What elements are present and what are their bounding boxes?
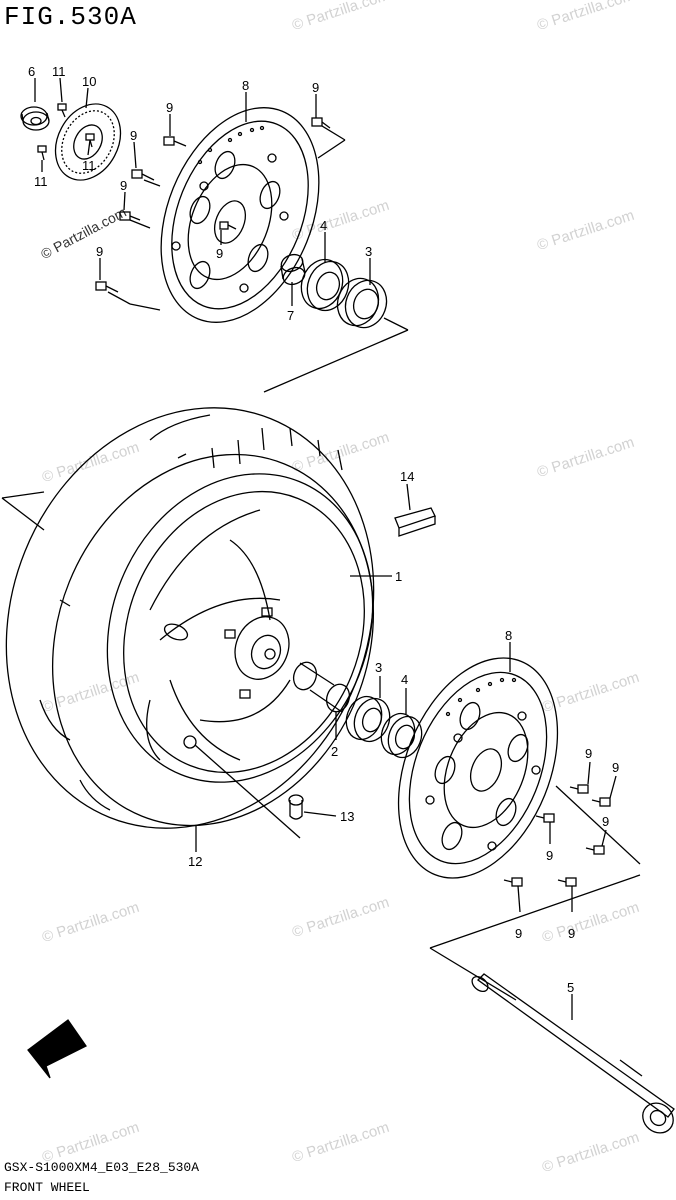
part-8-brake-disc-lower — [397, 642, 559, 879]
callout-3: 3 — [375, 660, 382, 675]
callout-6: 6 — [28, 64, 35, 79]
part-1-wheel-rim — [106, 473, 374, 783]
callout-9: 9 — [602, 814, 609, 829]
callout-11: 11 — [52, 64, 66, 79]
callout-3: 3 — [365, 244, 372, 259]
alignment-line-lower — [555, 785, 641, 865]
part-6-nut — [20, 106, 50, 131]
callout-8: 8 — [242, 78, 249, 93]
part-13-valve — [288, 794, 337, 820]
part-10-sensor-ring — [54, 103, 122, 181]
callout-10: 10 — [82, 74, 96, 89]
callout-9: 9 — [312, 80, 319, 95]
part-7-spacer — [280, 253, 306, 286]
part-12-tire — [5, 407, 375, 829]
alignment-lines — [1, 125, 641, 1001]
callout-8: 8 — [505, 628, 512, 643]
callout-9: 9 — [96, 244, 103, 259]
callout-11: 11 — [34, 174, 48, 189]
callout-4: 4 — [320, 218, 327, 233]
leader-lines-top — [34, 77, 371, 306]
part-3-bearing-top — [336, 277, 388, 329]
callout-9: 9 — [612, 760, 619, 775]
callout-7: 7 — [287, 308, 294, 323]
callout-9: 9 — [166, 100, 173, 115]
callout-9: 9 — [120, 178, 127, 193]
callout-2: 2 — [331, 744, 338, 759]
callout-9: 9 — [130, 128, 137, 143]
part-8-brake-disc-top — [160, 107, 320, 323]
callout-14: 14 — [400, 469, 414, 484]
part-3-bearing-lower — [345, 676, 391, 743]
figure-title: FIG.530A — [4, 2, 137, 32]
callout-4: 4 — [401, 672, 408, 687]
callout-9: 9 — [515, 926, 522, 941]
callouts: 6 11 10 11 11 9 8 9 9 9 9 9 4 3 7 14 1 3… — [28, 64, 619, 995]
callout-9: 9 — [568, 926, 575, 941]
callout-9: 9 — [216, 246, 223, 261]
callout-12: 12 — [188, 854, 202, 869]
callout-5: 5 — [567, 980, 574, 995]
callout-9: 9 — [585, 746, 592, 761]
figure-name: FRONT WHEEL — [4, 1180, 90, 1195]
callout-11: 11 — [82, 158, 96, 173]
callout-1: 1 — [395, 569, 402, 584]
leader-lines-lower — [195, 575, 392, 852]
part-2-spacer — [292, 661, 351, 740]
part-5-axle — [471, 973, 675, 1134]
callout-13: 13 — [340, 809, 354, 824]
valve-leader — [194, 744, 301, 839]
model-code: GSX-S1000XM4_E03_E28_530A — [4, 1160, 200, 1175]
part-9-bolts-top — [95, 117, 331, 293]
callout-9: 9 — [546, 848, 553, 863]
valve-hole — [183, 735, 197, 749]
wheel-hub — [163, 607, 290, 699]
fwd-arrow-icon: FWD — [27, 1019, 87, 1079]
part-9-bolts-lower — [503, 761, 617, 913]
part-4-bearing-lower — [380, 688, 423, 759]
part-14-balance-weight — [394, 483, 436, 537]
